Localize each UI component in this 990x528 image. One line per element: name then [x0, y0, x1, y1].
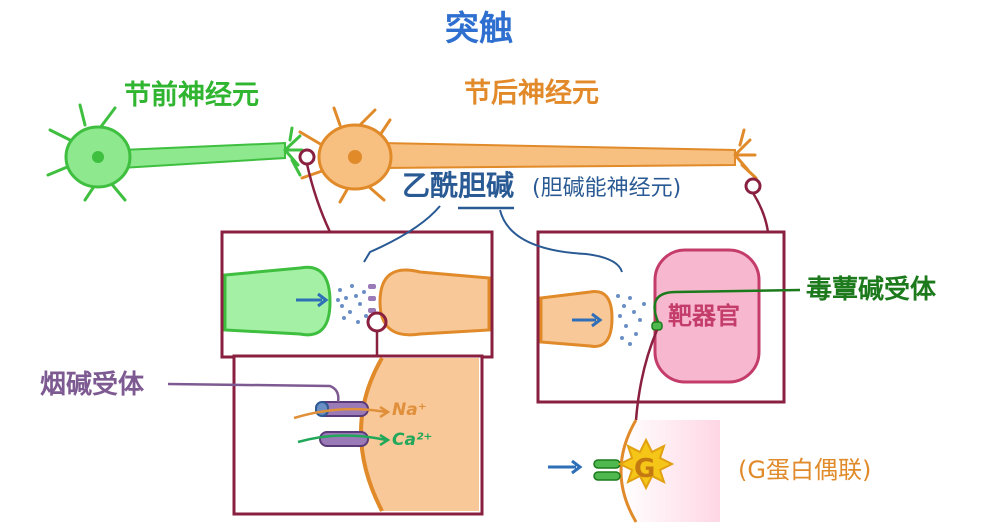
nicotinic-pointer	[167, 382, 340, 403]
acetylcholine-label: 乙酰胆碱	[402, 169, 515, 202]
nicotinic-zoom-box	[232, 354, 484, 516]
diagram-title: 突触	[445, 9, 513, 49]
preganglionic-neuron	[46, 103, 304, 202]
connector-2	[751, 192, 770, 233]
ganglion-synapse-box	[220, 230, 494, 359]
muscarinic-pointer	[653, 288, 801, 323]
sodium-ion-label: Na⁺	[392, 400, 427, 420]
preganglionic-label: 节前神经元	[124, 80, 259, 111]
synapse-marker-1	[298, 148, 316, 166]
calcium-ion-label: Ca²⁺	[392, 430, 433, 450]
postganglionic-label: 节后神经元	[464, 78, 599, 109]
cholinergic-label: (胆碱能神经元)	[532, 176, 682, 201]
target-organ-label: 靶器官	[668, 302, 740, 330]
muscarinic-receptor-label: 毒蕈碱受体	[806, 275, 937, 305]
nicotinic-receptor-label: 烟碱受体	[40, 370, 145, 400]
postganglionic-neuron	[298, 106, 758, 204]
g-protein-letter: G	[634, 454, 656, 484]
synapse-marker-2	[744, 177, 762, 195]
connector-4	[634, 329, 659, 421]
connector-1	[305, 163, 332, 233]
g-protein-label: (G蛋白偶联)	[738, 456, 872, 484]
g-protein-zoom	[548, 419, 720, 523]
ach-pointer-1	[363, 205, 441, 263]
target-organ-box	[536, 230, 786, 404]
ach-pointer-2	[499, 209, 623, 273]
